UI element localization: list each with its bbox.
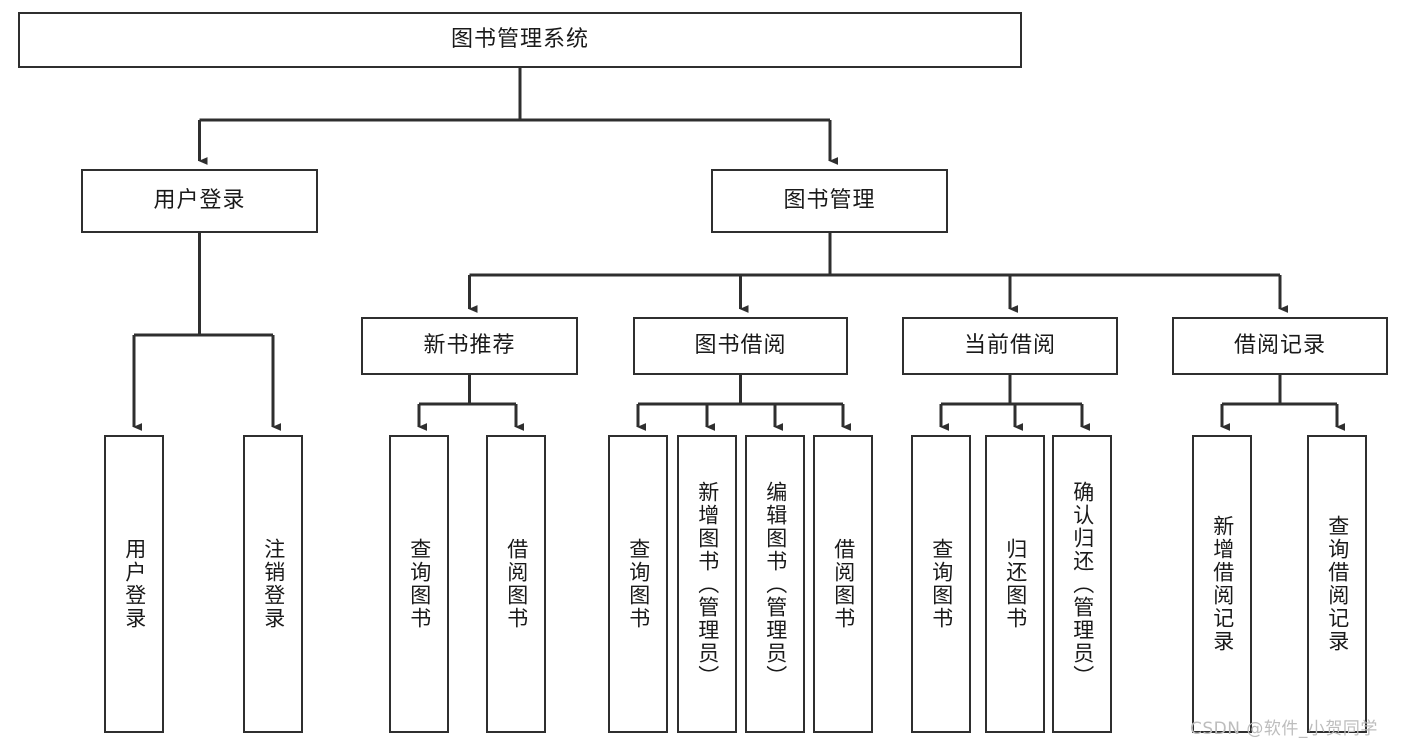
leaf-logout-login-label: 注销登录 (261, 538, 286, 630)
leaf-query-borrow-record[interactable]: 查询借阅记录 (1307, 435, 1367, 733)
leaf-query-books-borrow[interactable]: 查询图书 (608, 435, 668, 733)
leaf-return-books[interactable]: 归还图书 (985, 435, 1045, 733)
connector-new-book-recommend-to-leaves (417, 375, 524, 431)
leaf-query-books-current[interactable]: 查询图书 (911, 435, 971, 733)
connector-current-borrow-to-leaves (939, 375, 1090, 431)
node-root-label: 图书管理系统 (450, 26, 589, 52)
connector-user-login-to-leaves (132, 233, 281, 431)
node-book-borrow[interactable]: 图书借阅 (633, 317, 848, 375)
connector-root-to-level2 (198, 68, 838, 165)
node-root[interactable]: 图书管理系统 (18, 12, 1022, 68)
node-borrow-records[interactable]: 借阅记录 (1172, 317, 1388, 375)
leaf-borrow-books-recommend[interactable]: 借阅图书 (486, 435, 546, 733)
leaf-borrow-books-recommend-label: 借阅图书 (504, 538, 529, 630)
node-user-login[interactable]: 用户登录 (81, 169, 318, 233)
node-book-management-label: 图书管理 (783, 187, 876, 213)
leaf-add-borrow-record-label: 新增借阅记录 (1210, 515, 1235, 653)
leaf-query-books-recommend-label: 查询图书 (407, 538, 432, 630)
leaf-query-books-borrow-label: 查询图书 (626, 538, 651, 630)
leaf-query-borrow-record-label: 查询借阅记录 (1325, 515, 1350, 653)
connector-book-borrow-to-leaves (636, 375, 851, 431)
leaf-user-login[interactable]: 用户登录 (104, 435, 164, 733)
leaf-return-books-label: 归还图书 (1003, 538, 1028, 630)
leaf-edit-book-admin[interactable]: 编辑图书（管理员） (745, 435, 805, 733)
node-new-book-recommend[interactable]: 新书推荐 (361, 317, 578, 375)
node-book-management[interactable]: 图书管理 (711, 169, 948, 233)
leaf-add-book-admin[interactable]: 新增图书（管理员） (677, 435, 737, 733)
leaf-confirm-return-admin-label: 确认归还（管理员） (1070, 480, 1095, 688)
node-borrow-records-label: 借阅记录 (1233, 332, 1326, 358)
leaf-logout-login[interactable]: 注销登录 (243, 435, 303, 733)
leaf-add-book-admin-label: 新增图书（管理员） (695, 480, 720, 688)
leaf-add-borrow-record[interactable]: 新增借阅记录 (1192, 435, 1252, 733)
leaf-borrow-books-label: 借阅图书 (831, 538, 856, 630)
leaf-borrow-books[interactable]: 借阅图书 (813, 435, 873, 733)
leaf-user-login-label: 用户登录 (122, 538, 147, 630)
node-current-borrow[interactable]: 当前借阅 (902, 317, 1118, 375)
csdn-watermark: CSDN @软件_小贺同学 (1190, 719, 1378, 739)
node-user-login-label: 用户登录 (153, 187, 246, 213)
connector-borrow-records-to-leaves (1220, 375, 1345, 431)
leaf-query-books-recommend[interactable]: 查询图书 (389, 435, 449, 733)
connector-book-management-to-level3 (468, 233, 1288, 313)
leaf-confirm-return-admin[interactable]: 确认归还（管理员） (1052, 435, 1112, 733)
node-book-borrow-label: 图书借阅 (694, 332, 787, 358)
node-new-book-recommend-label: 新书推荐 (423, 332, 516, 358)
leaf-edit-book-admin-label: 编辑图书（管理员） (763, 480, 788, 688)
leaf-query-books-current-label: 查询图书 (929, 538, 954, 630)
node-current-borrow-label: 当前借阅 (963, 332, 1056, 358)
